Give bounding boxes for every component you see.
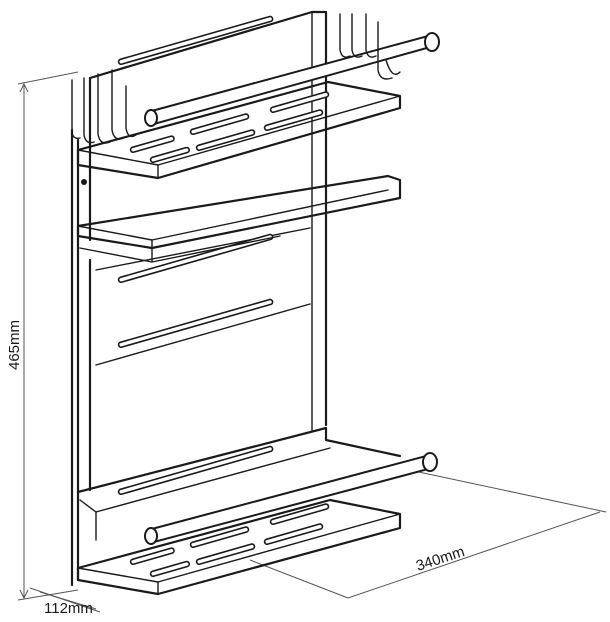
- top-towel-rod: [144, 32, 440, 127]
- lower-towel-rod: [144, 452, 438, 545]
- lower-shelf: [76, 426, 402, 596]
- height-dimension: [17, 71, 79, 601]
- width-label: 340mm: [414, 543, 467, 575]
- back-slots: [117, 15, 274, 496]
- middle-bar: [76, 174, 402, 263]
- height-label: 465mm: [6, 320, 23, 370]
- back-panel: [88, 10, 328, 492]
- depth-label: 112mm: [44, 600, 93, 617]
- width-dimension: [249, 467, 607, 599]
- side-rail: [70, 128, 87, 587]
- top-shelf: [76, 80, 402, 180]
- top-hooks: [71, 13, 401, 144]
- mounting-hole: [81, 179, 87, 185]
- depth-dimension: [29, 587, 101, 613]
